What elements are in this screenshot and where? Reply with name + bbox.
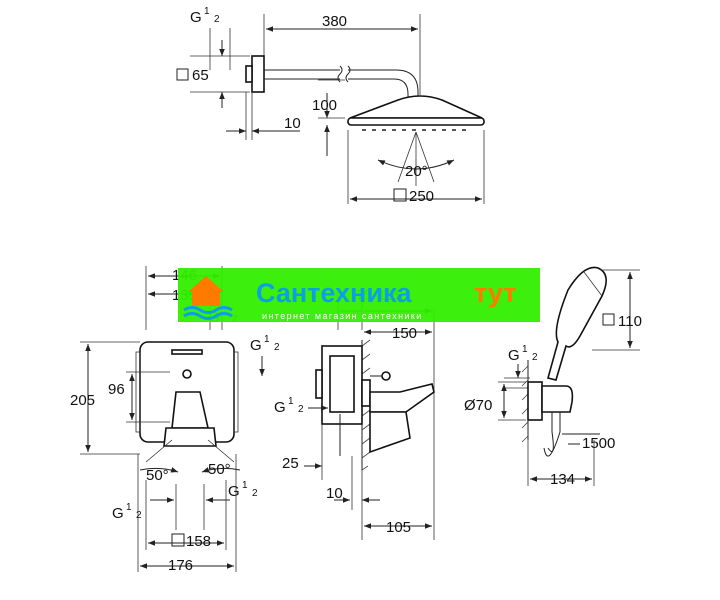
arm-length-dim: 380 <box>322 13 347 30</box>
dim-10: 10 <box>326 485 343 502</box>
head-size-dim: 250 <box>409 188 434 205</box>
angle-left-dim: 50° <box>146 467 169 484</box>
holder-dia-dim: Ø70 <box>464 397 492 414</box>
lever-reach-dim: 150 <box>392 325 417 342</box>
thread-right-front: G <box>250 337 262 354</box>
dim-25: 25 <box>282 455 299 472</box>
thread-right-den: 2 <box>274 342 280 353</box>
mixer-side-view: 75-105 150 G 1 2 25 <box>274 287 435 540</box>
thread-num-top: 1 <box>204 6 210 17</box>
head-shower-view: G 1 2 380 65 <box>176 6 485 205</box>
drop-dim: 100 <box>312 97 337 114</box>
thread-br-den: 2 <box>252 488 258 499</box>
thread-bottom-right: G <box>228 483 240 500</box>
thread-bl-den: 2 <box>136 510 142 521</box>
hand-head-size-dim: 110 <box>618 313 642 330</box>
height-total-dim: 205 <box>70 392 95 409</box>
dim-105: 105 <box>386 519 411 536</box>
watermark-title-a: Сантехника <box>256 278 412 308</box>
watermark-band <box>178 268 540 322</box>
angle-right-dim: 50° <box>208 461 231 478</box>
width-total-dim: 176 <box>168 557 193 574</box>
thread-right-num: 1 <box>264 334 270 345</box>
thread-br-num: 1 <box>242 480 248 491</box>
height-lever-dim: 96 <box>108 381 125 398</box>
holder-width-dim: 134 <box>550 471 575 488</box>
watermark-title-b: тут <box>474 278 516 308</box>
thread-label-top: G <box>190 9 202 26</box>
thread-bl-num: 1 <box>126 502 132 513</box>
spray-angle-dim: 20° <box>405 163 428 180</box>
thread-bottom-left: G <box>112 505 124 522</box>
hose-length-dim: 1500 <box>582 435 615 452</box>
width-inner-dim: 158 <box>186 533 211 550</box>
watermark-banner: Сантехника тут интернет магазин сантехни… <box>178 268 540 322</box>
offset-dim: 10 <box>284 115 301 132</box>
flange-size-dim: 65 <box>192 67 209 84</box>
thread-side-num: 1 <box>288 396 294 407</box>
thread-den-top: 2 <box>214 14 220 25</box>
watermark-logo-icon <box>183 276 233 320</box>
thread-side-den: 2 <box>298 404 304 415</box>
hand-thread-num: 1 <box>522 344 528 355</box>
hand-thread: G <box>508 347 520 364</box>
thread-side: G <box>274 399 286 416</box>
hand-shower-view: 110 G 1 2 Ø70 1500 134 <box>464 266 642 488</box>
hand-thread-den: 2 <box>532 352 538 363</box>
watermark-subtitle: интернет магазин сантехники <box>262 311 423 321</box>
